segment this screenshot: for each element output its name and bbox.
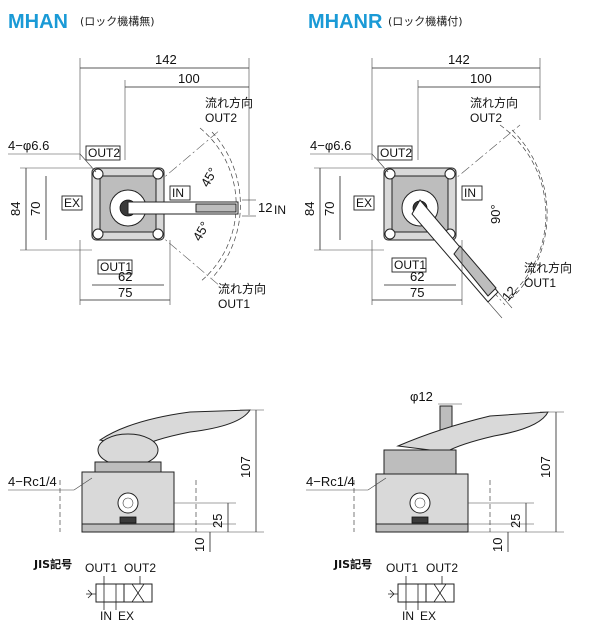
flow-bottom-line1: 流れ方向 xyxy=(218,281,266,296)
dim-84: 84 xyxy=(8,202,23,216)
lock-housing xyxy=(383,449,457,475)
dim-75: 75 xyxy=(118,285,132,300)
handle-swing-arc xyxy=(199,127,237,283)
dim-70: 70 xyxy=(28,202,43,216)
dim-100: 100 xyxy=(178,71,200,86)
handle-swing-arc xyxy=(499,124,547,301)
jis-in: IN xyxy=(402,609,414,623)
port-out2: OUT2 xyxy=(380,146,412,160)
handle-side-view xyxy=(396,411,549,453)
jis-out2: OUT2 xyxy=(124,561,156,575)
flow-top-line1: 流れ方向 xyxy=(470,95,518,110)
dim-10: 10 xyxy=(192,538,207,552)
port-opening xyxy=(117,492,139,514)
dim-100: 100 xyxy=(470,71,492,86)
jis-out2: OUT2 xyxy=(426,561,458,575)
dim-62: 62 xyxy=(118,269,132,284)
angle-top: 45° xyxy=(198,165,221,190)
thread-callout: 4−Rc1/4 xyxy=(8,474,57,489)
left-subtitle: (ロック機構無) xyxy=(80,14,155,28)
jis-out1: OUT1 xyxy=(85,561,117,575)
angle-bottom: 45° xyxy=(190,219,213,244)
port-out2: OUT2 xyxy=(88,146,120,160)
dim-84: 84 xyxy=(302,202,317,216)
jis-valve-symbol xyxy=(86,576,153,610)
port-in-side: IN xyxy=(274,203,286,217)
jis-out1: OUT1 xyxy=(386,561,418,575)
dim-25: 25 xyxy=(508,514,523,528)
jis-label: JIS記号 xyxy=(333,557,372,571)
knob-dim: φ12 xyxy=(410,389,433,404)
flow-bottom-line1: 流れ方向 xyxy=(524,260,572,275)
dim-107: 107 xyxy=(238,456,253,478)
jis-ex: EX xyxy=(118,609,134,623)
angle-90: 90° xyxy=(488,204,503,224)
dim-10: 10 xyxy=(490,538,505,552)
hole-callout: 4−φ6.6 xyxy=(310,138,351,153)
port-in: IN xyxy=(172,186,184,200)
port-out1: OUT1 xyxy=(394,258,426,272)
jis-label: JIS記号 xyxy=(33,557,72,571)
dim-142: 142 xyxy=(155,52,177,67)
left-title: MHAN xyxy=(8,11,68,33)
flow-top-line2: OUT2 xyxy=(205,111,237,125)
flow-bottom-line2: OUT1 xyxy=(218,297,250,311)
flow-bottom-line2: OUT1 xyxy=(524,276,556,290)
left-model: MHAN (ロック機構無) 142 100 流れ方向 OUT2 45° 45° xyxy=(8,11,286,623)
dim-12: 12 xyxy=(258,200,272,215)
hole-callout: 4−φ6.6 xyxy=(8,138,49,153)
dim-62: 62 xyxy=(410,269,424,284)
jis-in: IN xyxy=(100,609,112,623)
dim-107: 107 xyxy=(538,456,553,478)
thread-callout: 4−Rc1/4 xyxy=(306,474,355,489)
dim-142: 142 xyxy=(448,52,470,67)
port-ex: EX xyxy=(356,196,372,210)
right-model: MHANR (ロック機構付) 142 100 流れ方向 OUT2 90° 12 … xyxy=(302,11,572,623)
dim-70: 70 xyxy=(322,202,337,216)
port-opening xyxy=(409,492,431,514)
dim-12: 12 xyxy=(499,283,520,304)
jis-valve-symbol xyxy=(388,576,455,610)
dim-25: 25 xyxy=(210,514,225,528)
port-in: IN xyxy=(464,186,476,200)
port-ex: EX xyxy=(64,196,80,210)
right-subtitle: (ロック機構付) xyxy=(388,14,463,28)
port-out1: OUT1 xyxy=(100,260,132,274)
dim-75: 75 xyxy=(410,285,424,300)
flow-top-line2: OUT2 xyxy=(470,111,502,125)
flow-top-line1: 流れ方向 xyxy=(205,95,253,110)
handle-base xyxy=(97,433,159,467)
right-title: MHANR xyxy=(308,11,383,33)
jis-ex: EX xyxy=(420,609,436,623)
